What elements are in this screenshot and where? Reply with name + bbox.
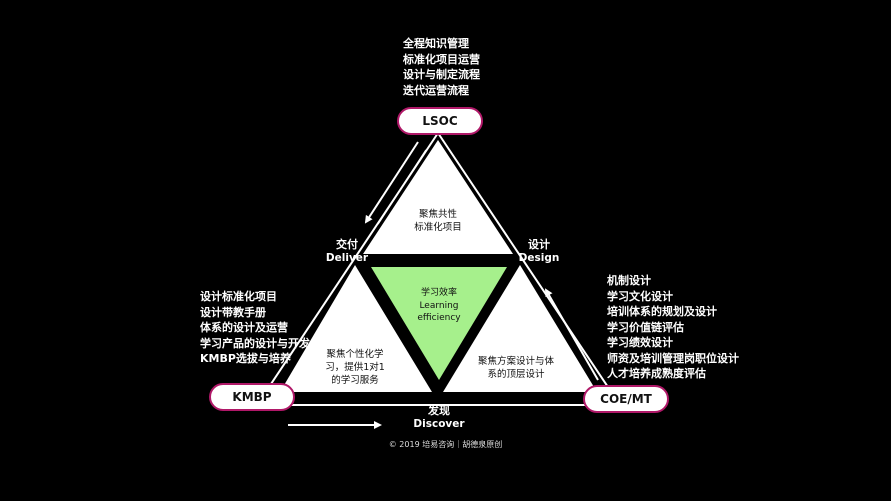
deliver-arrow: [364, 141, 419, 224]
discover-label: 发现 Discover: [405, 402, 473, 430]
list-item: 设计标准化项目: [200, 290, 277, 303]
node-coe-mt: COE/MT: [583, 385, 669, 413]
right-triangle-text: 聚焦方案设计与体 系的顶层设计: [466, 355, 566, 381]
right-capability-list: 机制设计 学习文化设计 培训体系的规划及设计 学习价值链评估 学习绩效设计 师资…: [607, 273, 739, 382]
list-item: 学习绩效设计: [607, 336, 673, 349]
list-item: 设计带教手册: [200, 305, 266, 319]
list-item: 学习价值链评估: [607, 320, 684, 334]
deliver-label: 交付 Deliver: [318, 236, 376, 264]
list-item: 全程知识管理: [403, 37, 469, 50]
center-triangle-text: 学习效率 Learning efficiency: [404, 287, 474, 325]
triangle-text-line: 标准化项目: [414, 222, 462, 233]
triangle-text-line: 学习效率: [420, 288, 457, 298]
list-item: 设计与制定流程: [403, 68, 480, 81]
triangle-text-line: Learning: [419, 300, 459, 311]
right-triangle: [443, 265, 597, 392]
triangle-text-line: 习，提供1对1: [325, 362, 385, 373]
deliver-arrow-parallel: [377, 149, 427, 225]
design-arrow-parallel: [539, 299, 589, 385]
list-item: 培训体系的规划及设计: [607, 305, 717, 318]
design-label: 设计 Design: [510, 236, 568, 264]
list-item: 学习产品的设计与开发: [200, 336, 310, 350]
list-item: 学习文化设计: [607, 289, 673, 303]
left-capability-list: 设计标准化项目 设计带教手册 体系的设计及运营 学习产品的设计与开发 KMBP选…: [200, 289, 310, 367]
left-triangle: [280, 265, 432, 392]
triangle-text-line: 系的顶层设计: [487, 369, 545, 380]
list-item: 体系的设计及运营: [200, 321, 288, 334]
discover-label-en: Discover: [413, 418, 465, 430]
left-triangle-text: 聚焦个性化学 习，提供1对1 的学习服务: [322, 348, 388, 387]
top-capability-list: 全程知识管理 标准化项目运营 设计与制定流程 迭代运营流程: [403, 36, 480, 98]
discover-label-cn: 发现: [428, 404, 450, 417]
design-arrow: [544, 288, 599, 381]
top-triangle: [363, 140, 513, 254]
node-kmbp: KMBP: [209, 383, 295, 411]
design-label-cn: 设计: [528, 238, 550, 251]
triangle-text-line: 聚焦共性: [418, 209, 457, 220]
deliver-label-cn: 交付: [336, 238, 358, 251]
triangle-text-line: 聚焦方案设计与体: [477, 356, 554, 367]
copyright-footer: © 2019 培易咨询｜胡德泉原创: [388, 440, 503, 449]
triangle-text-line: 的学习服务: [331, 375, 379, 386]
design-label-en: Design: [518, 252, 560, 264]
list-item: 迭代运营流程: [403, 83, 469, 97]
list-item: 师资及培训管理岗职位设计: [607, 351, 739, 365]
list-item: 人才培养成熟度评估: [607, 367, 706, 380]
deliver-label-en: Deliver: [325, 252, 369, 264]
top-triangle-text: 聚焦共性 标准化项目: [398, 208, 478, 234]
triangle-text-line: 聚焦个性化学: [326, 349, 384, 360]
center-triangle: [371, 267, 507, 380]
triangle-text-line: efficiency: [417, 313, 461, 323]
list-item: 标准化项目运营: [403, 52, 480, 66]
list-item: 机制设计: [607, 274, 651, 287]
node-lsoc: LSOC: [397, 107, 483, 135]
list-item: KMBP选拔与培养: [200, 352, 291, 365]
